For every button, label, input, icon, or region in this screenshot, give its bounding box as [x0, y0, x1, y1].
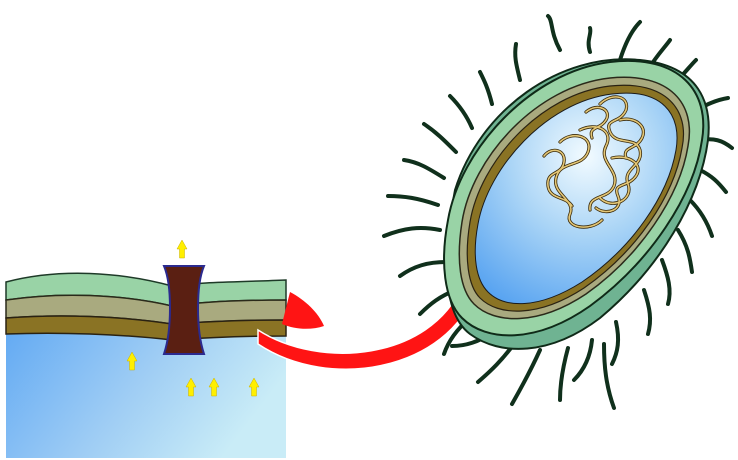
flagellum-icon: [574, 340, 592, 380]
flagellum-icon: [480, 72, 492, 104]
flagellum-icon: [548, 16, 560, 50]
flagellum-icon: [620, 22, 640, 60]
flagellum-icon: [404, 160, 444, 178]
flagellum-icon: [478, 344, 514, 382]
flagellum-icon: [388, 196, 438, 205]
curved-arrow-tail-icon: [282, 292, 324, 329]
flagellum-icon: [560, 348, 568, 400]
flagellum-icon: [690, 200, 712, 236]
flagellum-icon: [450, 96, 472, 128]
flagellum-icon: [589, 28, 591, 52]
flagellum-icon: [700, 170, 726, 192]
flagellum-icon: [424, 124, 456, 152]
flagellum-icon: [512, 350, 540, 404]
cytoplasm-slab: [6, 330, 286, 458]
membrane-cross-section: [6, 240, 286, 458]
flagellum-icon: [644, 290, 650, 334]
flagellum-icon: [400, 262, 446, 276]
channel-protein: [164, 266, 204, 354]
flagellum-icon: [384, 228, 440, 236]
flagellum-icon: [515, 44, 520, 80]
flagellum-icon: [604, 344, 614, 408]
bacterium-cell: [384, 16, 732, 408]
flagellum-icon: [662, 260, 670, 304]
flagellum-icon: [678, 230, 692, 272]
flagellum-icon: [612, 322, 618, 364]
up-arrow-particle-icon: [177, 240, 187, 258]
